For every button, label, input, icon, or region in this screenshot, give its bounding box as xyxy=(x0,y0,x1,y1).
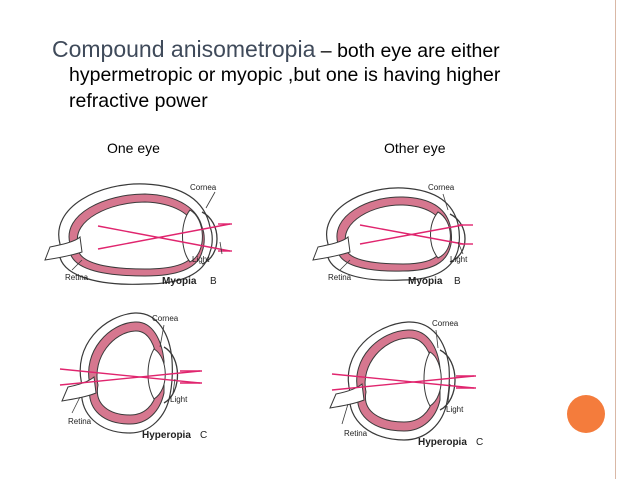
myopia-diagram-other-eye: Cornea Light Retina Myopia B xyxy=(312,183,473,287)
label-retina: Retina xyxy=(328,273,352,282)
hyperopia-diagram-one-eye: Cornea Light Retina Hyperopia C xyxy=(59,312,207,441)
label-cornea: Cornea xyxy=(190,183,217,192)
label-light: Light xyxy=(446,405,464,414)
slide-heading: Compound anisometropia – both eye are ei… xyxy=(52,36,592,64)
label-cornea: Cornea xyxy=(152,314,179,323)
column-label-other-eye: Other eye xyxy=(384,140,446,156)
heading-line-3: refractive power xyxy=(69,90,208,112)
slide-frame-left xyxy=(0,0,8,479)
heading-term: Compound anisometropia xyxy=(52,36,316,62)
column-label-one-eye: One eye xyxy=(107,140,160,156)
slide-right-rule xyxy=(615,0,616,479)
label-myopia: Myopia xyxy=(162,276,197,287)
label-light: Light xyxy=(192,255,210,264)
label-retina: Retina xyxy=(344,429,368,438)
label-myopia: Myopia xyxy=(408,276,443,287)
slide-frame-bottom xyxy=(0,471,638,479)
hyperopia-diagram-other-eye: Cornea Light Retina Hyperopia C xyxy=(329,319,483,448)
accent-circle xyxy=(567,395,605,433)
label-letter-c: C xyxy=(200,430,207,441)
heading-rest: – both eye are either xyxy=(315,40,500,62)
label-cornea: Cornea xyxy=(432,319,459,328)
label-hyperopia: Hyperopia xyxy=(142,430,191,441)
label-retina: Retina xyxy=(68,417,92,426)
label-letter-c: C xyxy=(476,437,483,448)
label-light: Light xyxy=(170,395,188,404)
label-letter-b: B xyxy=(210,276,217,287)
myopia-diagram-one-eye: Cornea Light Retina Myopia B xyxy=(44,183,232,287)
label-cornea: Cornea xyxy=(428,183,455,192)
heading-line-2: hypermetropic or myopic ,but one is havi… xyxy=(69,64,501,86)
slide-frame-top xyxy=(0,0,638,8)
label-hyperopia: Hyperopia xyxy=(418,437,467,448)
label-letter-b: B xyxy=(454,276,461,287)
label-light: Light xyxy=(450,255,468,264)
label-retina: Retina xyxy=(65,273,89,282)
